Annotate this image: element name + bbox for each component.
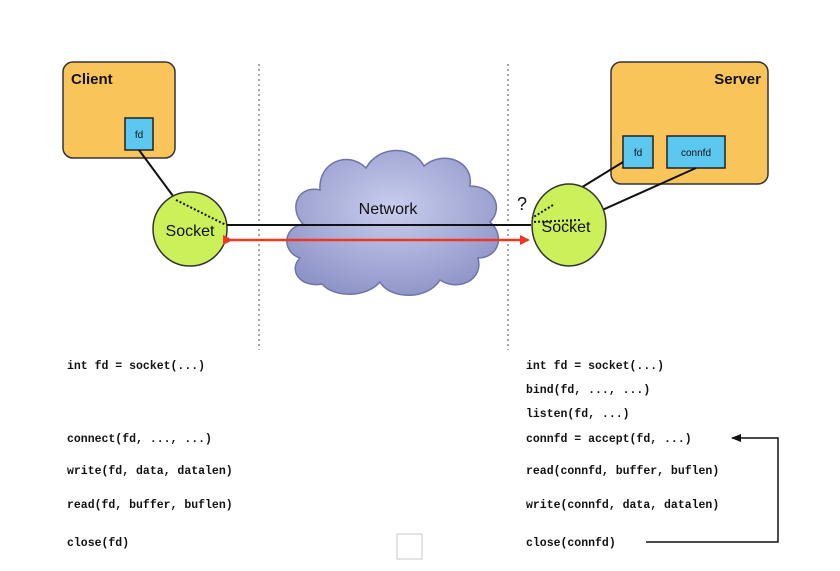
client-fd-label: fd [135,130,143,141]
server-fd-label: fd [634,148,642,159]
server-socket-dotted-link-fd [531,204,554,219]
client-code-line: read(fd, buffer, buflen) [67,499,233,512]
network-label: Network [359,201,419,218]
server-code-line: close(connfd) [526,537,616,550]
server-code-line: listen(fd, ...) [526,408,630,421]
server-code-line: connfd = accept(fd, ...) [526,433,692,446]
server-title: Server [714,71,761,88]
client-socket: Socket [152,191,228,267]
server-connfd-box: connfd [666,135,726,169]
server-code: int fd = socket(...) bind(fd, ..., ...) … [526,360,719,550]
client-host: Client fd [62,61,176,159]
network-cloud: Network [286,149,500,296]
client-code-line: connect(fd, ..., ...) [67,433,212,446]
client-socket-label: Socket [166,223,215,240]
client-code-line: write(fd, data, datalen) [67,465,233,478]
server-socket-dotted-link-connfd [531,219,581,223]
client-code-line: close(fd) [67,537,129,550]
client-code-line: int fd = socket(...) [67,360,205,373]
client-title: Client [71,71,113,88]
server-socket: Socket [531,183,607,267]
client-socket-dotted-link [175,199,227,226]
client-code: int fd = socket(...) connect(fd, ..., ..… [67,360,233,550]
client-fd-box: fd [124,117,154,151]
server-fd-box: fd [622,135,654,169]
server-code-line: int fd = socket(...) [526,360,664,373]
server-connfd-label: connfd [681,148,711,159]
server-code-line: bind(fd, ..., ...) [526,384,650,397]
client-fd-link [138,149,177,201]
blank-placeholder-box [396,533,423,560]
server-code-line: read(connfd, buffer, buflen) [526,465,719,478]
server-host: Server fd connfd [610,61,769,185]
server-code-line: write(connfd, data, datalen) [526,499,719,512]
accept-loop-arrow [646,434,779,543]
question-mark: ? [517,194,527,214]
server-socket-label: Socket [542,219,591,236]
